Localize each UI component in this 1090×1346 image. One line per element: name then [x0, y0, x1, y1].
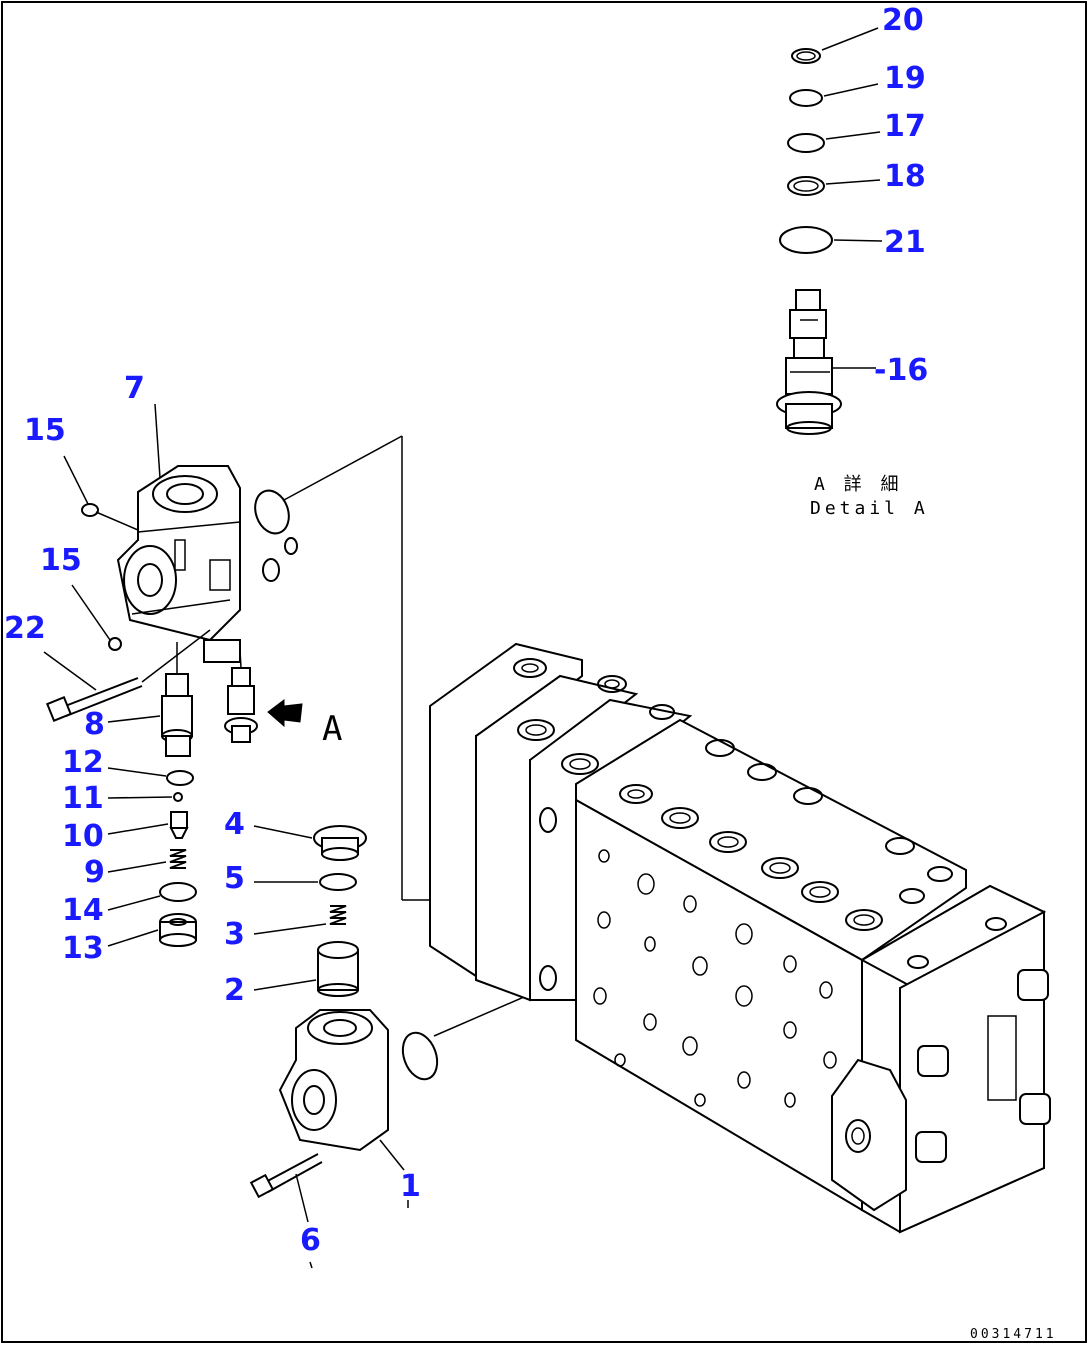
part-9-spring — [107, 849, 187, 873]
drawing-code: 00314711 — [970, 1327, 1057, 1342]
callout-11: 11 — [62, 781, 104, 816]
part-1-cover — [278, 1009, 409, 1208]
part-5-oring — [319, 873, 357, 891]
callout-5: 5 — [224, 861, 245, 896]
callout-1: 1 — [400, 1169, 421, 1204]
oring-large-lower — [401, 1031, 439, 1081]
callout-8: 8 — [84, 707, 105, 742]
part-3-spring — [253, 905, 347, 935]
part-18-ring — [787, 176, 825, 196]
part-15-screw-bottom — [71, 584, 122, 651]
part-2-piston — [253, 941, 359, 997]
part-4-plug — [253, 825, 367, 861]
oring-large-upper — [254, 489, 290, 535]
callout-9: 9 — [84, 855, 105, 890]
detail-caption-en: Detail A — [810, 498, 929, 519]
callout-12: 12 — [62, 745, 104, 780]
callout-15-bottom: 15 — [40, 543, 82, 578]
detail-caption-jp: A 詳 細 — [814, 474, 903, 495]
callout-20: 20 — [882, 3, 924, 38]
part-17-seal — [787, 133, 825, 153]
detail-a-reference: A — [224, 649, 342, 749]
part-12-ring — [166, 770, 194, 786]
callout-10: 10 — [62, 819, 104, 854]
callout-6: 6 — [300, 1223, 321, 1258]
callout-2: 2 — [224, 973, 245, 1008]
callout-4: 4 — [224, 807, 245, 842]
part-19-seal — [789, 89, 823, 107]
main-control-valve-block — [429, 642, 1051, 1234]
part-21-oring — [779, 226, 833, 254]
view-arrow-icon — [267, 699, 303, 728]
part-13-plug — [107, 913, 197, 947]
part-16-valve — [776, 289, 876, 435]
part-14-oring — [159, 882, 197, 902]
callout-14: 14 — [62, 893, 104, 928]
part-7-valve-body — [116, 465, 241, 663]
callout-22: 22 — [4, 611, 46, 646]
callout-17: 17 — [884, 109, 926, 144]
callout-7: 7 — [124, 371, 145, 406]
view-marker-label: A — [322, 709, 342, 749]
callout-16: -16 — [874, 353, 928, 388]
part-20-ring — [791, 48, 821, 64]
part-10-seat — [107, 811, 189, 839]
part-8-valve — [107, 642, 193, 757]
detail-a-group — [776, 27, 883, 435]
callout-19: 19 — [884, 61, 926, 96]
part-22-bolt — [43, 629, 211, 723]
callout-15-top: 15 — [24, 413, 66, 448]
part-11-ball — [173, 792, 183, 802]
part-15-screw-top — [63, 455, 139, 531]
callout-18: 18 — [884, 159, 926, 194]
part-6-bolt — [249, 1153, 323, 1269]
callout-21: 21 — [884, 225, 926, 260]
callout-13: 13 — [62, 931, 104, 966]
callout-3: 3 — [224, 917, 245, 952]
